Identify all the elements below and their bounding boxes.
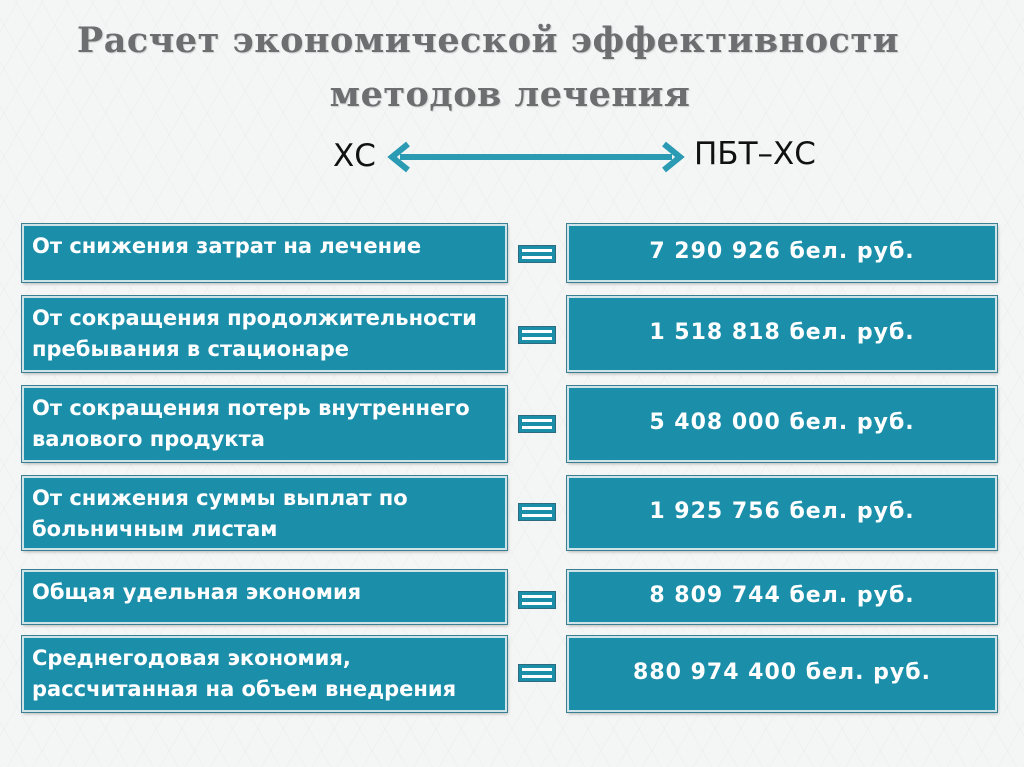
equals-icon	[518, 591, 556, 609]
comparison-right-label: ПБТ–ХС	[694, 136, 816, 172]
equals-icon	[518, 245, 556, 263]
equals-icon	[518, 415, 556, 433]
row-value-box: 7 290 926 бел. руб.	[566, 223, 998, 283]
row-value-box: 8 809 744 бел. руб.	[566, 569, 998, 625]
equals-icon	[518, 326, 556, 344]
page-title-line-2: методов лечения	[329, 74, 691, 115]
row-value-box: 5 408 000 бел. руб.	[566, 385, 998, 463]
row-value-box: 880 974 400 бел. руб.	[566, 635, 998, 713]
row-value-box: 1 518 818 бел. руб.	[566, 295, 998, 373]
equals-icon	[518, 664, 556, 682]
row-label-box: Среднегодовая экономия, рассчитанная на …	[21, 635, 508, 713]
row-label-box: Общая удельная экономия	[21, 569, 508, 625]
row-label-box: От сокращения продолжительности пребыван…	[21, 295, 508, 373]
comparison-left-label: ХС	[333, 138, 376, 174]
row-label-box: От сокращения потерь внутреннего валовог…	[21, 385, 508, 463]
page-title-line-1: Расчет экономической эффективности	[76, 20, 900, 61]
row-label-box: От снижения затрат на лечение	[21, 223, 508, 283]
double-arrow-icon	[387, 141, 685, 173]
row-value-box: 1 925 756 бел. руб.	[566, 475, 998, 551]
equals-icon	[518, 503, 556, 521]
row-label-box: От снижения суммы выплат по больничным л…	[21, 475, 508, 551]
